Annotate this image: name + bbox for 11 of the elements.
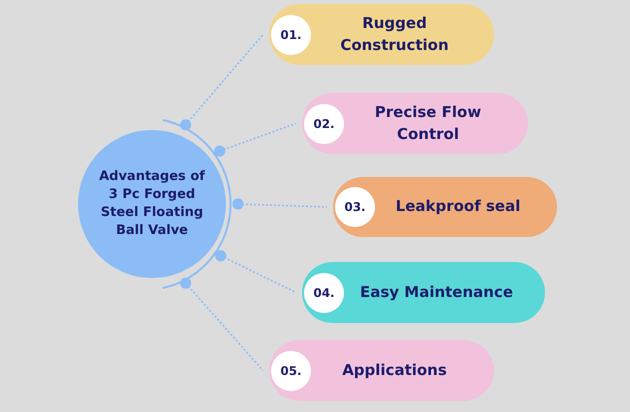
advantage-label: Applications [341, 360, 448, 381]
advantage-label: Easy Maintenance [358, 282, 514, 303]
number-badge: 03. [335, 187, 375, 227]
advantage-label: Precise Flow Control [374, 102, 482, 144]
topic-title: Advantages of 3 Pc Forged Steel Floating Ball Valve [98, 168, 206, 240]
number-badge: 01. [271, 14, 311, 54]
number-badge: 02. [304, 104, 344, 144]
number-badge: 04. [304, 272, 344, 312]
number-badge: 05. [271, 350, 311, 390]
advantage-label: Leakproof seal [394, 196, 522, 218]
advantage-label: Rugged Construction [339, 12, 450, 56]
